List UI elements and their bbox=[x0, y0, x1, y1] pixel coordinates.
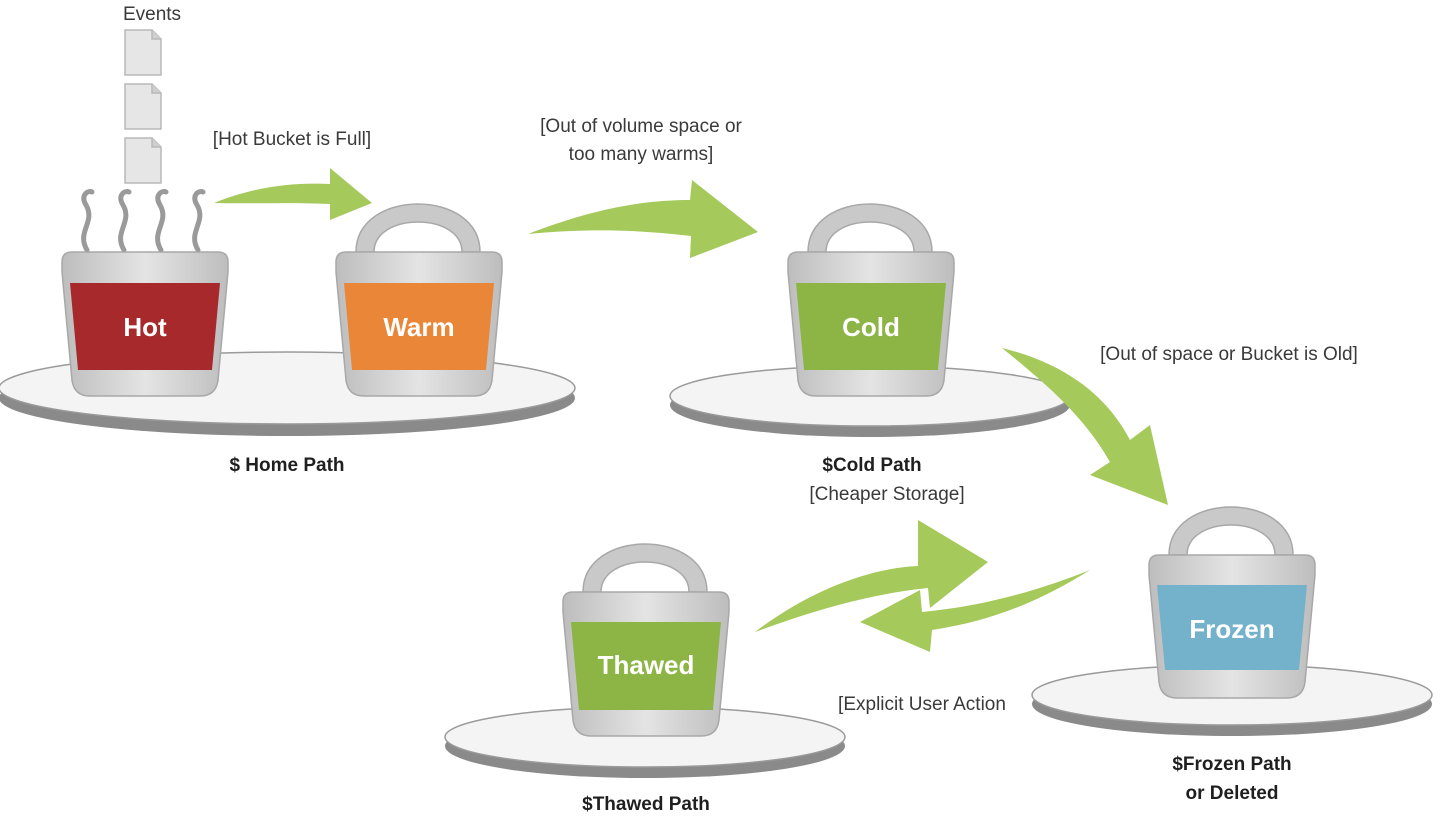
warm-to-cold-label-line2: too many warms] bbox=[569, 144, 714, 165]
thawed-fill bbox=[571, 622, 721, 710]
arrows bbox=[214, 168, 1168, 652]
handle-icon bbox=[355, 203, 481, 253]
frozen-label: Frozen bbox=[1189, 614, 1274, 644]
events-label: Events bbox=[123, 4, 181, 25]
handle-icon bbox=[807, 203, 933, 253]
thawed-path-label: $Thawed Path bbox=[582, 794, 710, 815]
home-path-label: $ Home Path bbox=[229, 455, 344, 476]
cold-bucket: Cold bbox=[787, 203, 955, 397]
warm-fill bbox=[344, 283, 494, 370]
cold-path-label: $Cold Path bbox=[822, 455, 921, 476]
cold-to-frozen-label: [Out of space or Bucket is Old] bbox=[1100, 344, 1358, 365]
frozen-to-thawed-label: [Explicit User Action bbox=[838, 694, 1006, 715]
frozen-path-label-line2: or Deleted bbox=[1186, 783, 1279, 804]
thawed-to-frozen-arrow bbox=[755, 520, 988, 632]
document-icon bbox=[124, 29, 162, 76]
handle-icon bbox=[582, 543, 708, 593]
frozen-to-thawed-arrow bbox=[860, 570, 1090, 652]
events-stack bbox=[124, 29, 162, 184]
hot-label: Hot bbox=[123, 312, 167, 342]
handle-icon bbox=[1168, 506, 1294, 556]
cold-path-note: [Cheaper Storage] bbox=[809, 484, 964, 505]
cold-label: Cold bbox=[842, 312, 900, 342]
hot-to-warm-arrow bbox=[214, 168, 372, 220]
steam-icon bbox=[81, 189, 206, 253]
hot-bucket: Hot bbox=[61, 251, 229, 397]
hot-to-warm-label: [Hot Bucket is Full] bbox=[213, 129, 371, 150]
document-icon bbox=[124, 83, 162, 130]
warm-label: Warm bbox=[383, 312, 454, 342]
cold-fill bbox=[796, 283, 946, 370]
thawed-label: Thawed bbox=[598, 650, 695, 680]
hot-fill bbox=[70, 283, 220, 370]
thawed-platform bbox=[444, 706, 846, 778]
frozen-fill bbox=[1157, 585, 1307, 670]
warm-bucket: Warm bbox=[335, 203, 503, 397]
warm-to-cold-arrow bbox=[528, 180, 758, 258]
cold-to-frozen-arrow bbox=[1002, 348, 1168, 505]
thawed-bucket: Thawed bbox=[562, 543, 730, 737]
frozen-bucket: Frozen bbox=[1148, 506, 1316, 699]
document-icon bbox=[124, 137, 162, 184]
warm-to-cold-label-line1: [Out of volume space or bbox=[540, 116, 742, 137]
frozen-path-label-line1: $Frozen Path bbox=[1172, 754, 1291, 775]
